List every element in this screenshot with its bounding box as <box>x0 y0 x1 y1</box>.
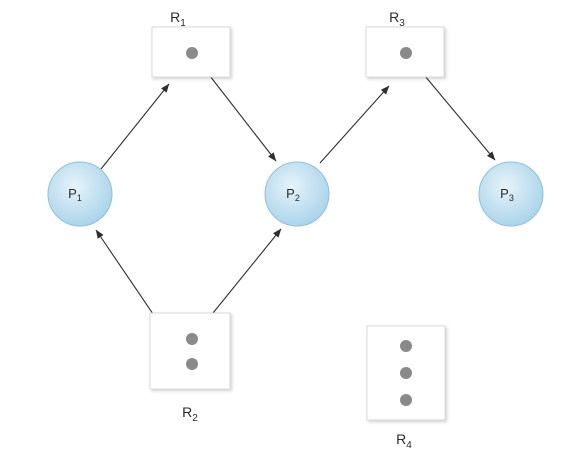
resource-box-r1 <box>151 26 231 78</box>
edge-p2-to-r3 <box>319 85 390 164</box>
instance-dot-r2-b <box>186 358 198 370</box>
resource-box-r2 <box>149 312 231 390</box>
process-circle-p1 <box>47 161 113 227</box>
edge-p1-to-r1 <box>100 83 170 170</box>
process-circle-p2 <box>264 161 330 227</box>
process-label-p2: P2 <box>286 186 300 203</box>
resource-r1: R1 <box>151 9 231 78</box>
instance-dot-r3 <box>400 47 412 59</box>
instance-dot-r4-a <box>400 340 412 352</box>
resource-label-r4: R4 <box>396 431 412 451</box>
instance-dot-r4-b <box>400 367 412 379</box>
process-circle-p3 <box>478 161 544 227</box>
resource-r3: R3 <box>365 9 445 78</box>
resource-label-r3: R3 <box>389 9 405 29</box>
resource-label-r1: R1 <box>170 9 186 29</box>
resource-label-r2: R2 <box>182 404 198 424</box>
process-label-p1: P1 <box>68 186 82 203</box>
instance-dot-r1 <box>186 47 198 59</box>
process-p1: P1 <box>47 161 113 227</box>
instance-dot-r4-c <box>400 394 412 406</box>
instance-dot-r2-a <box>186 333 198 345</box>
process-p2: P2 <box>264 161 330 227</box>
process-p3: P3 <box>478 161 544 227</box>
process-label-p3: P3 <box>500 186 514 203</box>
resource-r2: R2 <box>149 312 231 424</box>
